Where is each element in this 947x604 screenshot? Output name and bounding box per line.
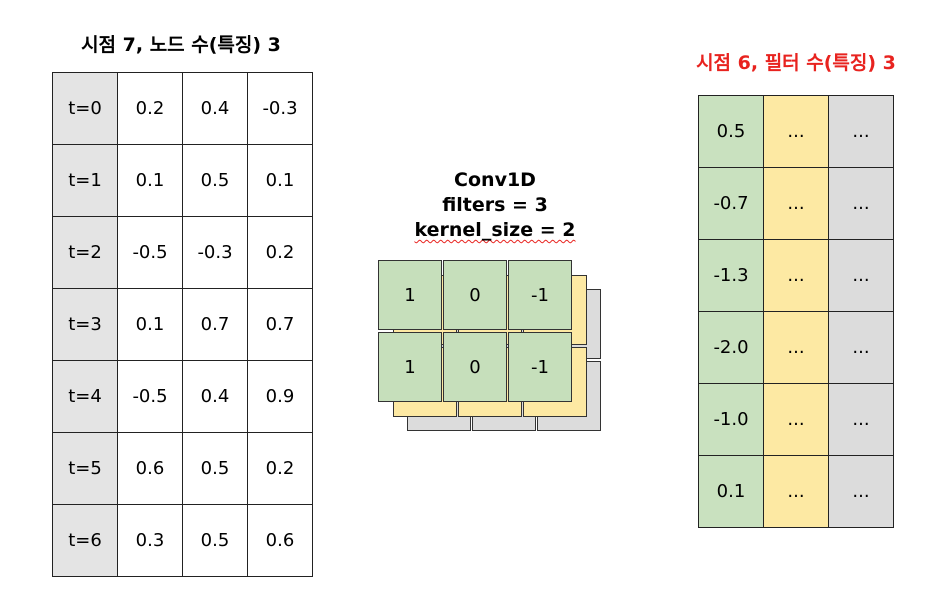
time-step-label: t=5 (52, 432, 118, 505)
output-cell: ... (828, 383, 894, 456)
output-cell: ... (763, 239, 829, 312)
kernel-weight: 0 (443, 260, 507, 330)
input-cell: 0.9 (247, 360, 313, 433)
output-cell: ... (763, 95, 829, 168)
kernel-weight: 0 (443, 332, 507, 402)
output-table: 0.5......-0.7......-1.3......-2.0......-… (698, 95, 894, 528)
time-step-label: t=3 (52, 288, 118, 361)
time-step-label: t=4 (52, 360, 118, 433)
output-cell: ... (828, 239, 894, 312)
input-cell: 0.1 (247, 144, 313, 217)
input-cell: -0.3 (182, 216, 248, 289)
output-cell: -2.0 (698, 311, 764, 384)
conv-kernel-size-text: kernel_size = 2 (414, 219, 576, 241)
output-row: 0.1...... (698, 455, 894, 528)
input-cell: -0.3 (247, 72, 313, 145)
time-step-label: t=2 (52, 216, 118, 289)
conv-name: Conv1D (454, 169, 536, 191)
output-cell: ... (763, 455, 829, 528)
input-cell: 0.5 (182, 432, 248, 505)
conv-filters: filters = 3 (442, 194, 548, 216)
output-cell: ... (828, 95, 894, 168)
input-cell: 0.7 (182, 288, 248, 361)
output-cell: -0.7 (698, 167, 764, 240)
input-cell: -0.5 (117, 216, 183, 289)
input-cell: 0.2 (247, 216, 313, 289)
input-cell: 0.4 (182, 72, 248, 145)
output-row: -1.0...... (698, 383, 894, 456)
input-title: 시점 7, 노드 수(특징) 3 (81, 34, 281, 56)
output-cell: ... (828, 311, 894, 384)
conv-kernel-size: kernel_size = 2 (380, 218, 610, 243)
time-step-label: t=1 (52, 144, 118, 217)
kernel-weight: -1 (508, 332, 572, 402)
input-cell: 0.1 (117, 288, 183, 361)
input-cell: 0.2 (117, 72, 183, 145)
output-cell: ... (828, 167, 894, 240)
time-step-label: t=6 (52, 504, 118, 577)
output-row: -0.7...... (698, 167, 894, 240)
output-cell: ... (828, 455, 894, 528)
input-cell: 0.3 (117, 504, 183, 577)
output-cell: -1.3 (698, 239, 764, 312)
kernel-weight: 1 (378, 332, 442, 402)
output-row: 0.5...... (698, 95, 894, 168)
input-cell: 0.6 (117, 432, 183, 505)
output-cell: -1.0 (698, 383, 764, 456)
input-cell: 0.6 (247, 504, 313, 577)
input-cell: 0.4 (182, 360, 248, 433)
output-cell: ... (763, 311, 829, 384)
input-cell: -0.5 (117, 360, 183, 433)
output-row: -1.3...... (698, 239, 894, 312)
input-cell: 0.1 (117, 144, 183, 217)
conv-title: Conv1D filters = 3 kernel_size = 2 (380, 168, 610, 243)
output-cell: ... (763, 167, 829, 240)
input-cell: 0.2 (247, 432, 313, 505)
output-cell: ... (763, 383, 829, 456)
kernel-weight: -1 (508, 260, 572, 330)
output-row: -2.0...... (698, 311, 894, 384)
time-step-label: t=0 (52, 72, 118, 145)
input-cell: 0.5 (182, 504, 248, 577)
output-cell: 0.5 (698, 95, 764, 168)
output-title: 시점 6, 필터 수(특징) 3 (696, 52, 896, 74)
input-cell: 0.7 (247, 288, 313, 361)
output-cell: 0.1 (698, 455, 764, 528)
input-cell: 0.5 (182, 144, 248, 217)
kernel-weight: 1 (378, 260, 442, 330)
